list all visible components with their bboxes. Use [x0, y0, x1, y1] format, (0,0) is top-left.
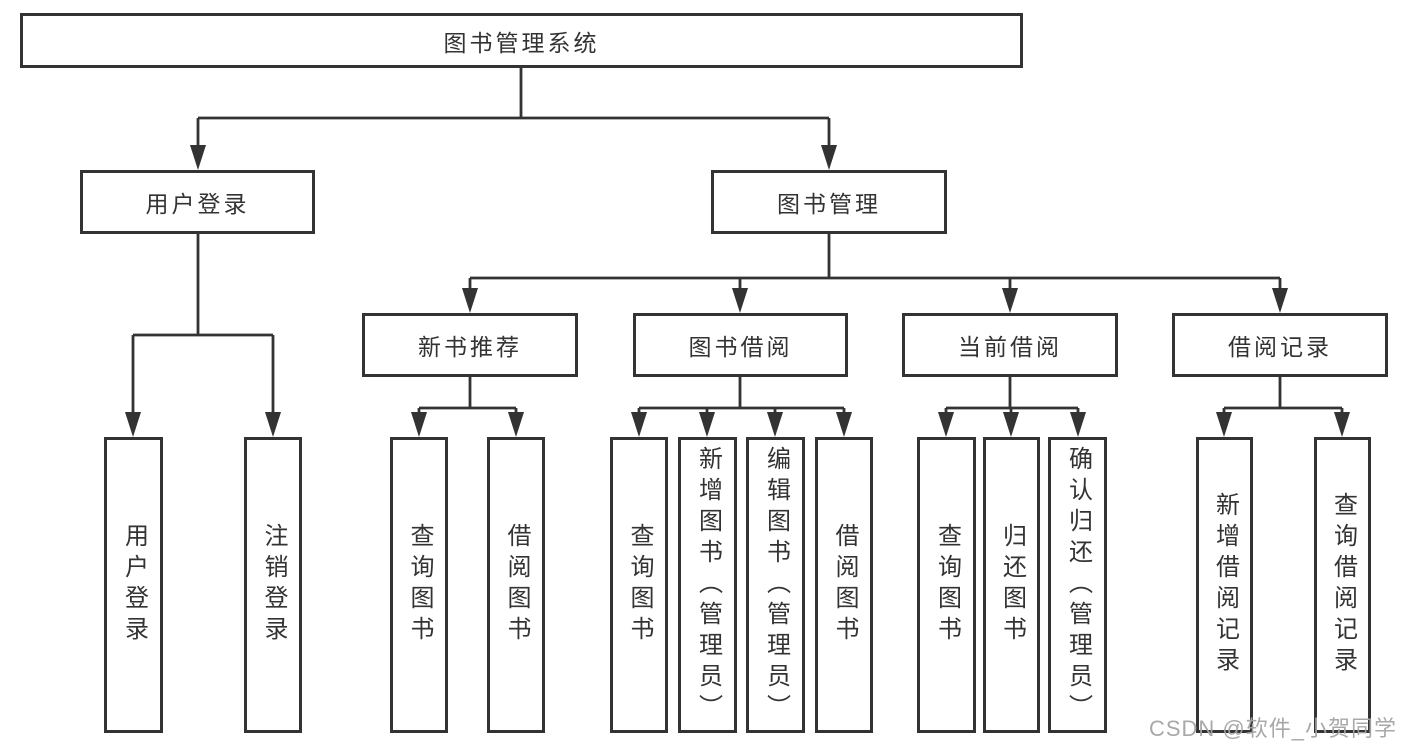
- connector-new-book-recommend-to-leaves: [417, 377, 518, 414]
- leaf-node-add-borrow-record: 新增借阅记录: [1196, 437, 1253, 733]
- arrowheads-current-borrow-leaves: [938, 412, 1086, 437]
- leaf-label: 查询借阅记录: [1329, 492, 1357, 678]
- leaf-label: 查询图书: [933, 523, 961, 647]
- leaf-node-query-books-recommend: 查询图书: [390, 437, 448, 733]
- leaf-label: 新增借阅记录: [1211, 492, 1239, 678]
- node-label: 当前借阅: [958, 334, 1062, 360]
- leaf-label: 借阅图书: [831, 523, 858, 647]
- connector-root-to-level2: [196, 68, 831, 147]
- connector-user-login-to-leaves: [131, 234, 275, 414]
- leaf-node-logout: 注销登录: [244, 437, 302, 733]
- leaf-label: 用户登录: [120, 523, 148, 647]
- leaf-label: 确认归还（管理员）: [1064, 445, 1092, 725]
- node-borrow-records: 借阅记录: [1172, 313, 1388, 377]
- node-label: 图书借阅: [688, 334, 793, 360]
- leaf-label: 归还图书: [998, 523, 1026, 647]
- arrowheads-level3: [462, 288, 1288, 313]
- node-label: 图书管理系统: [443, 29, 600, 56]
- connector-current-borrow-to-leaves: [944, 377, 1080, 414]
- node-library-management-system: 图书管理系统: [20, 13, 1023, 68]
- node-label: 图书管理: [777, 191, 881, 217]
- leaf-label: 查询图书: [406, 523, 433, 647]
- leaf-node-query-books-current: 查询图书: [917, 437, 976, 733]
- connector-book-management-to-level3: [468, 234, 1282, 290]
- node-book-management: 图书管理: [711, 170, 947, 234]
- leaf-node-edit-books-admin: 编辑图书（管理员）: [746, 437, 805, 733]
- arrowheads-level2: [190, 145, 837, 170]
- leaf-node-add-books-admin: 新增图书（管理员）: [678, 437, 737, 733]
- arrowheads-book-borrow-leaves: [631, 412, 852, 437]
- leaf-node-confirm-return-admin: 确认归还（管理员）: [1048, 437, 1107, 733]
- arrowheads-user-login-leaves: [125, 412, 281, 437]
- connector-borrow-records-to-leaves: [1222, 377, 1344, 414]
- leaf-node-query-borrow-record: 查询借阅记录: [1314, 437, 1371, 733]
- leaf-node-borrow-books: 借阅图书: [815, 437, 873, 733]
- node-user-login: 用户登录: [80, 170, 315, 234]
- leaf-label: 新增图书（管理员）: [694, 445, 722, 725]
- node-label: 用户登录: [145, 191, 250, 217]
- connector-book-borrow-to-leaves: [637, 377, 846, 414]
- node-label: 借阅记录: [1228, 334, 1332, 360]
- node-current-borrow: 当前借阅: [902, 313, 1118, 377]
- leaf-label: 借阅图书: [503, 523, 530, 647]
- leaf-label: 查询图书: [626, 523, 653, 647]
- leaf-label: 注销登录: [260, 523, 287, 647]
- csdn-watermark: CSDN @软件_小贺同学: [1148, 716, 1397, 741]
- leaf-node-borrow-books-recommend: 借阅图书: [487, 437, 545, 733]
- node-label: 新书推荐: [418, 334, 522, 360]
- leaf-node-query-books-borrow: 查询图书: [610, 437, 668, 733]
- leaf-label: 编辑图书（管理员）: [762, 445, 790, 725]
- arrowheads-new-book-recommend-leaves: [411, 412, 524, 437]
- leaf-node-user-login: 用户登录: [104, 437, 163, 733]
- leaf-node-return-books: 归还图书: [983, 437, 1040, 733]
- node-book-borrow: 图书借阅: [633, 313, 848, 377]
- node-new-book-recommend: 新书推荐: [362, 313, 578, 377]
- arrowheads-borrow-records-leaves: [1216, 412, 1350, 437]
